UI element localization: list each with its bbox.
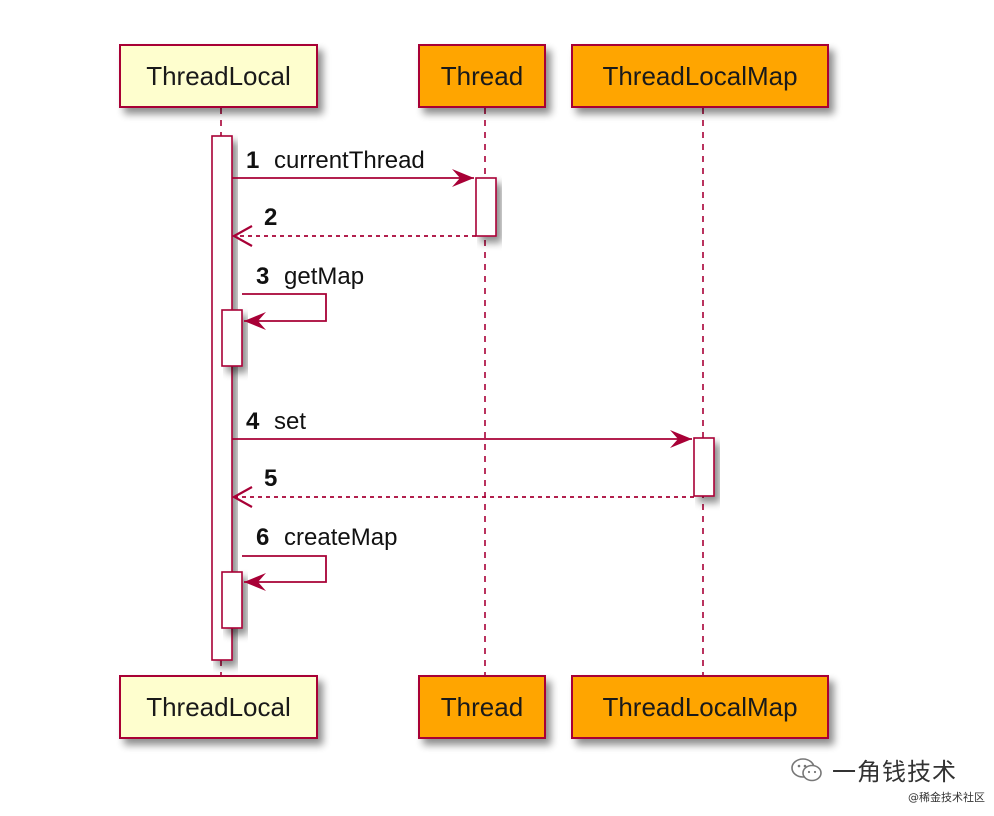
arrowhead-icon: [244, 312, 266, 330]
watermark-subtitle: @稀金技术社区: [908, 791, 985, 804]
activation-threadlocalmap: [693, 437, 715, 497]
arrowhead-icon: [231, 486, 253, 508]
message-label: set: [274, 408, 306, 435]
svg-text:3 getMap: 3 getMap: [256, 263, 364, 290]
participant-label: ThreadLocal: [146, 692, 291, 722]
watermark: 一角钱技术 @稀金技术社区: [790, 752, 990, 812]
message-number: 6: [256, 524, 269, 551]
watermark-title: 一角钱技术: [832, 758, 957, 786]
svg-text:1 currentThread: 1 currentThread: [246, 147, 425, 174]
message-5: 5: [231, 465, 694, 508]
participant-threadlocal-bottom: ThreadLocal: [119, 675, 318, 739]
message-4: 4 set: [232, 408, 692, 448]
svg-text:4 set: 4 set: [246, 408, 306, 435]
message-number: 3: [256, 263, 269, 290]
participant-threadlocalmap-top: ThreadLocalMap: [571, 44, 829, 108]
wechat-icon: [791, 757, 822, 781]
message-label: currentThread: [274, 147, 425, 174]
participant-label: ThreadLocal: [146, 61, 291, 91]
participant-threadlocalmap-bottom: ThreadLocalMap: [571, 675, 829, 739]
arrowhead-icon: [452, 169, 474, 187]
activation-threadlocal-main: [211, 135, 233, 661]
participant-label: Thread: [441, 61, 523, 91]
activation-threadlocal-getmap: [221, 309, 243, 367]
message-number: 1: [246, 147, 259, 174]
arrowhead-icon: [670, 430, 692, 448]
message-3: 3 getMap: [242, 263, 364, 330]
arrowhead-icon: [244, 573, 266, 591]
participant-label: Thread: [441, 692, 523, 722]
message-arrow: [242, 555, 327, 583]
participant-label: ThreadLocalMap: [602, 692, 797, 722]
message-number: 2: [264, 204, 277, 231]
message-label: getMap: [284, 263, 364, 290]
participant-thread-top: Thread: [418, 44, 546, 108]
message-number: 5: [264, 465, 277, 492]
participant-threadlocal-top: ThreadLocal: [119, 44, 318, 108]
message-2: 2: [231, 204, 476, 247]
arrowhead-icon: [231, 225, 253, 247]
message-label: createMap: [284, 524, 397, 551]
svg-text:6 createMap: 6 createMap: [256, 524, 397, 551]
participant-label: ThreadLocalMap: [602, 61, 797, 91]
participant-thread-bottom: Thread: [418, 675, 546, 739]
message-1: 1 currentThread: [232, 147, 474, 187]
activation-threadlocal-createmap: [221, 571, 243, 629]
message-number: 4: [246, 408, 260, 435]
activation-thread: [475, 177, 497, 237]
message-arrow: [242, 293, 327, 322]
message-6: 6 createMap: [242, 524, 397, 591]
